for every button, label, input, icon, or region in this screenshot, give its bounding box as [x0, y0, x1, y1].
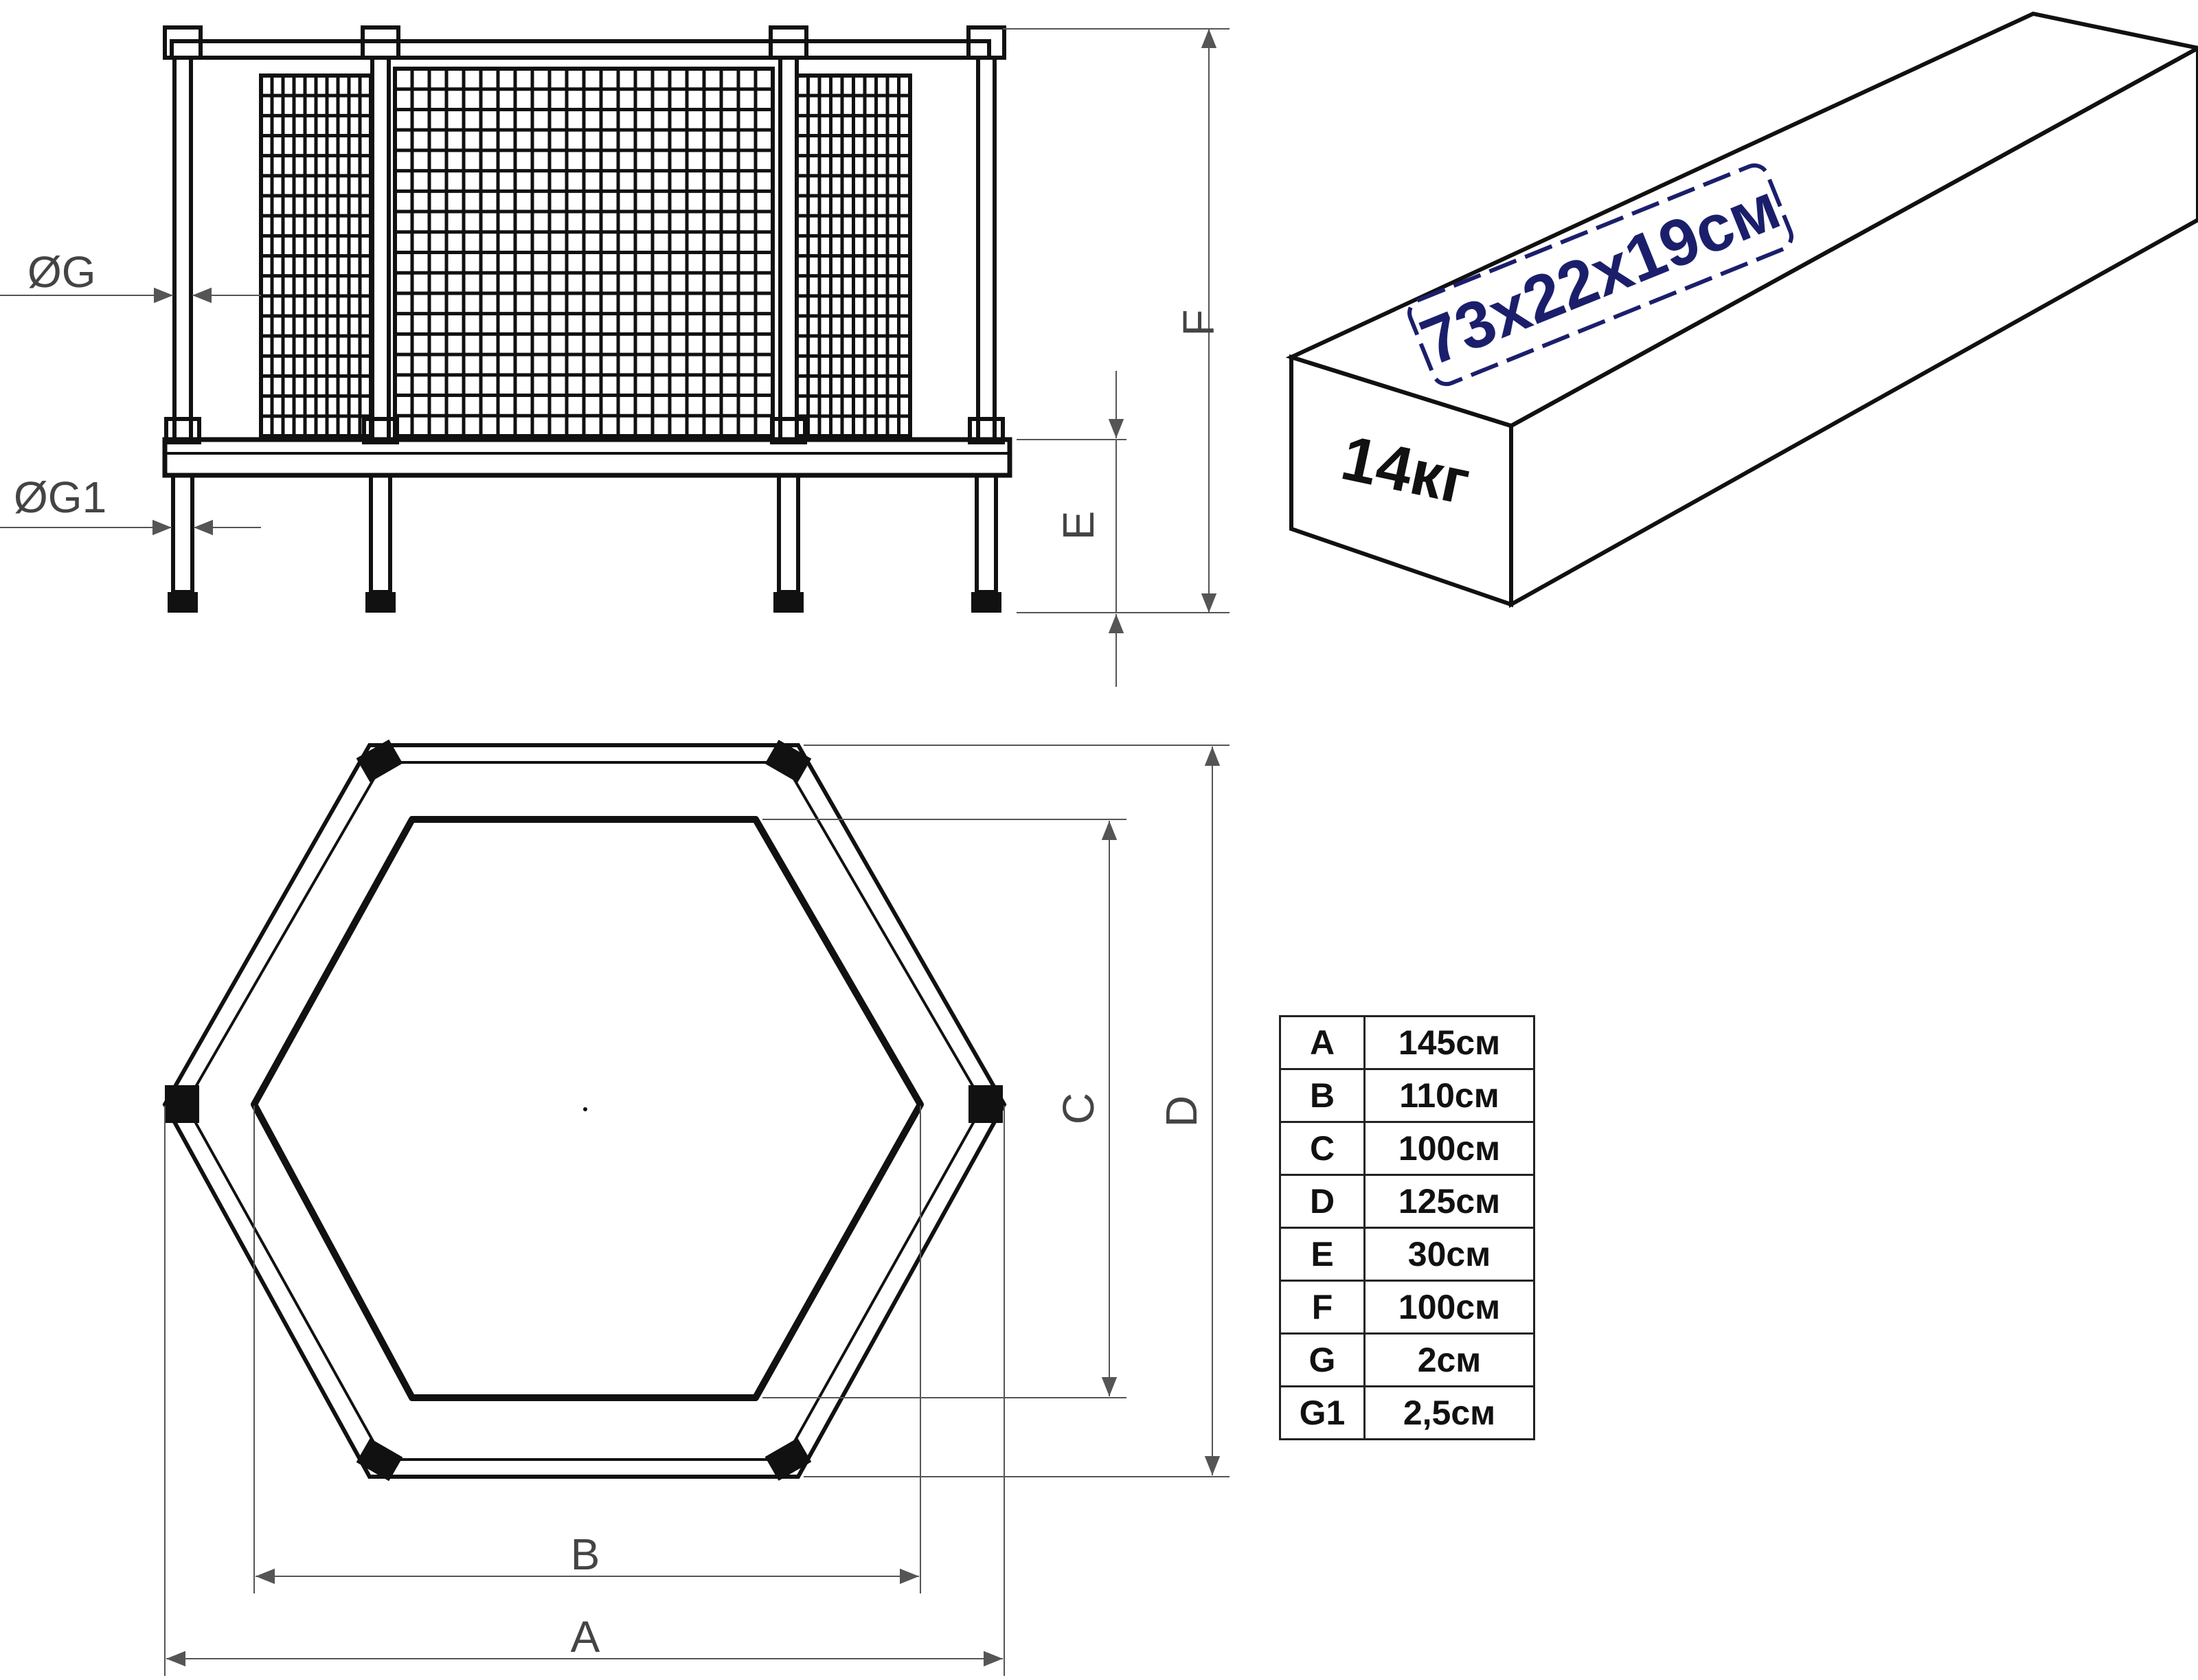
dim-label-c: C — [1054, 1093, 1103, 1124]
dim-label-a: A — [571, 1612, 600, 1661]
dimension-key: D — [1279, 1174, 1366, 1229]
box-weight-label: 14кг — [1336, 422, 1476, 518]
box-size-stamp: 73x22x19см — [1407, 163, 1793, 387]
shipping-box: 14кг 73x22x19см — [1285, 11, 2198, 609]
dim-label-b: B — [571, 1530, 600, 1579]
dimension-key: E — [1279, 1227, 1366, 1282]
dimension-value: 125см — [1363, 1174, 1535, 1229]
dim-label-g1: ØG1 — [14, 473, 106, 522]
dimension-a: A — [164, 1106, 1005, 1676]
dimension-value: 2,5см — [1363, 1385, 1535, 1440]
dimension-g: ØG — [0, 247, 261, 304]
mesh-panel-left — [259, 73, 373, 438]
dimension-b: B — [253, 1106, 921, 1593]
dim-label-e: E — [1054, 511, 1103, 541]
inner-hexagon — [251, 816, 924, 1401]
top-view: A B C D — [162, 739, 1230, 1676]
dimension-value: 145см — [1363, 1015, 1535, 1070]
dimension-key: C — [1279, 1121, 1366, 1176]
dimension-c: C — [762, 819, 1126, 1398]
dimension-e: E — [1017, 371, 1126, 687]
dimension-value: 30см — [1363, 1227, 1535, 1282]
dimension-value: 110см — [1363, 1068, 1535, 1123]
mesh-panel-right — [795, 73, 912, 438]
dimension-key: B — [1279, 1068, 1366, 1123]
side-view: F E ØG ØG1 — [0, 25, 1230, 687]
dim-label-g: ØG — [27, 247, 96, 297]
dimension-g1: ØG1 — [0, 473, 261, 536]
post-right — [966, 25, 1006, 613]
dimension-value: 2см — [1363, 1332, 1535, 1387]
dimension-d: D — [804, 745, 1230, 1477]
dim-label-f: F — [1174, 309, 1223, 336]
dimension-key: F — [1279, 1280, 1366, 1335]
dim-label-d: D — [1157, 1096, 1206, 1127]
post-left — [163, 25, 203, 613]
dimension-key: A — [1279, 1015, 1366, 1070]
mesh-panel-center — [393, 67, 775, 438]
dimension-key: G — [1279, 1332, 1366, 1387]
dimension-value: 100см — [1363, 1280, 1535, 1335]
dimension-key: G1 — [1279, 1385, 1366, 1440]
dimension-value: 100см — [1363, 1121, 1535, 1176]
dimension-f: F — [1003, 28, 1230, 613]
corner-joints — [165, 739, 1003, 1482]
